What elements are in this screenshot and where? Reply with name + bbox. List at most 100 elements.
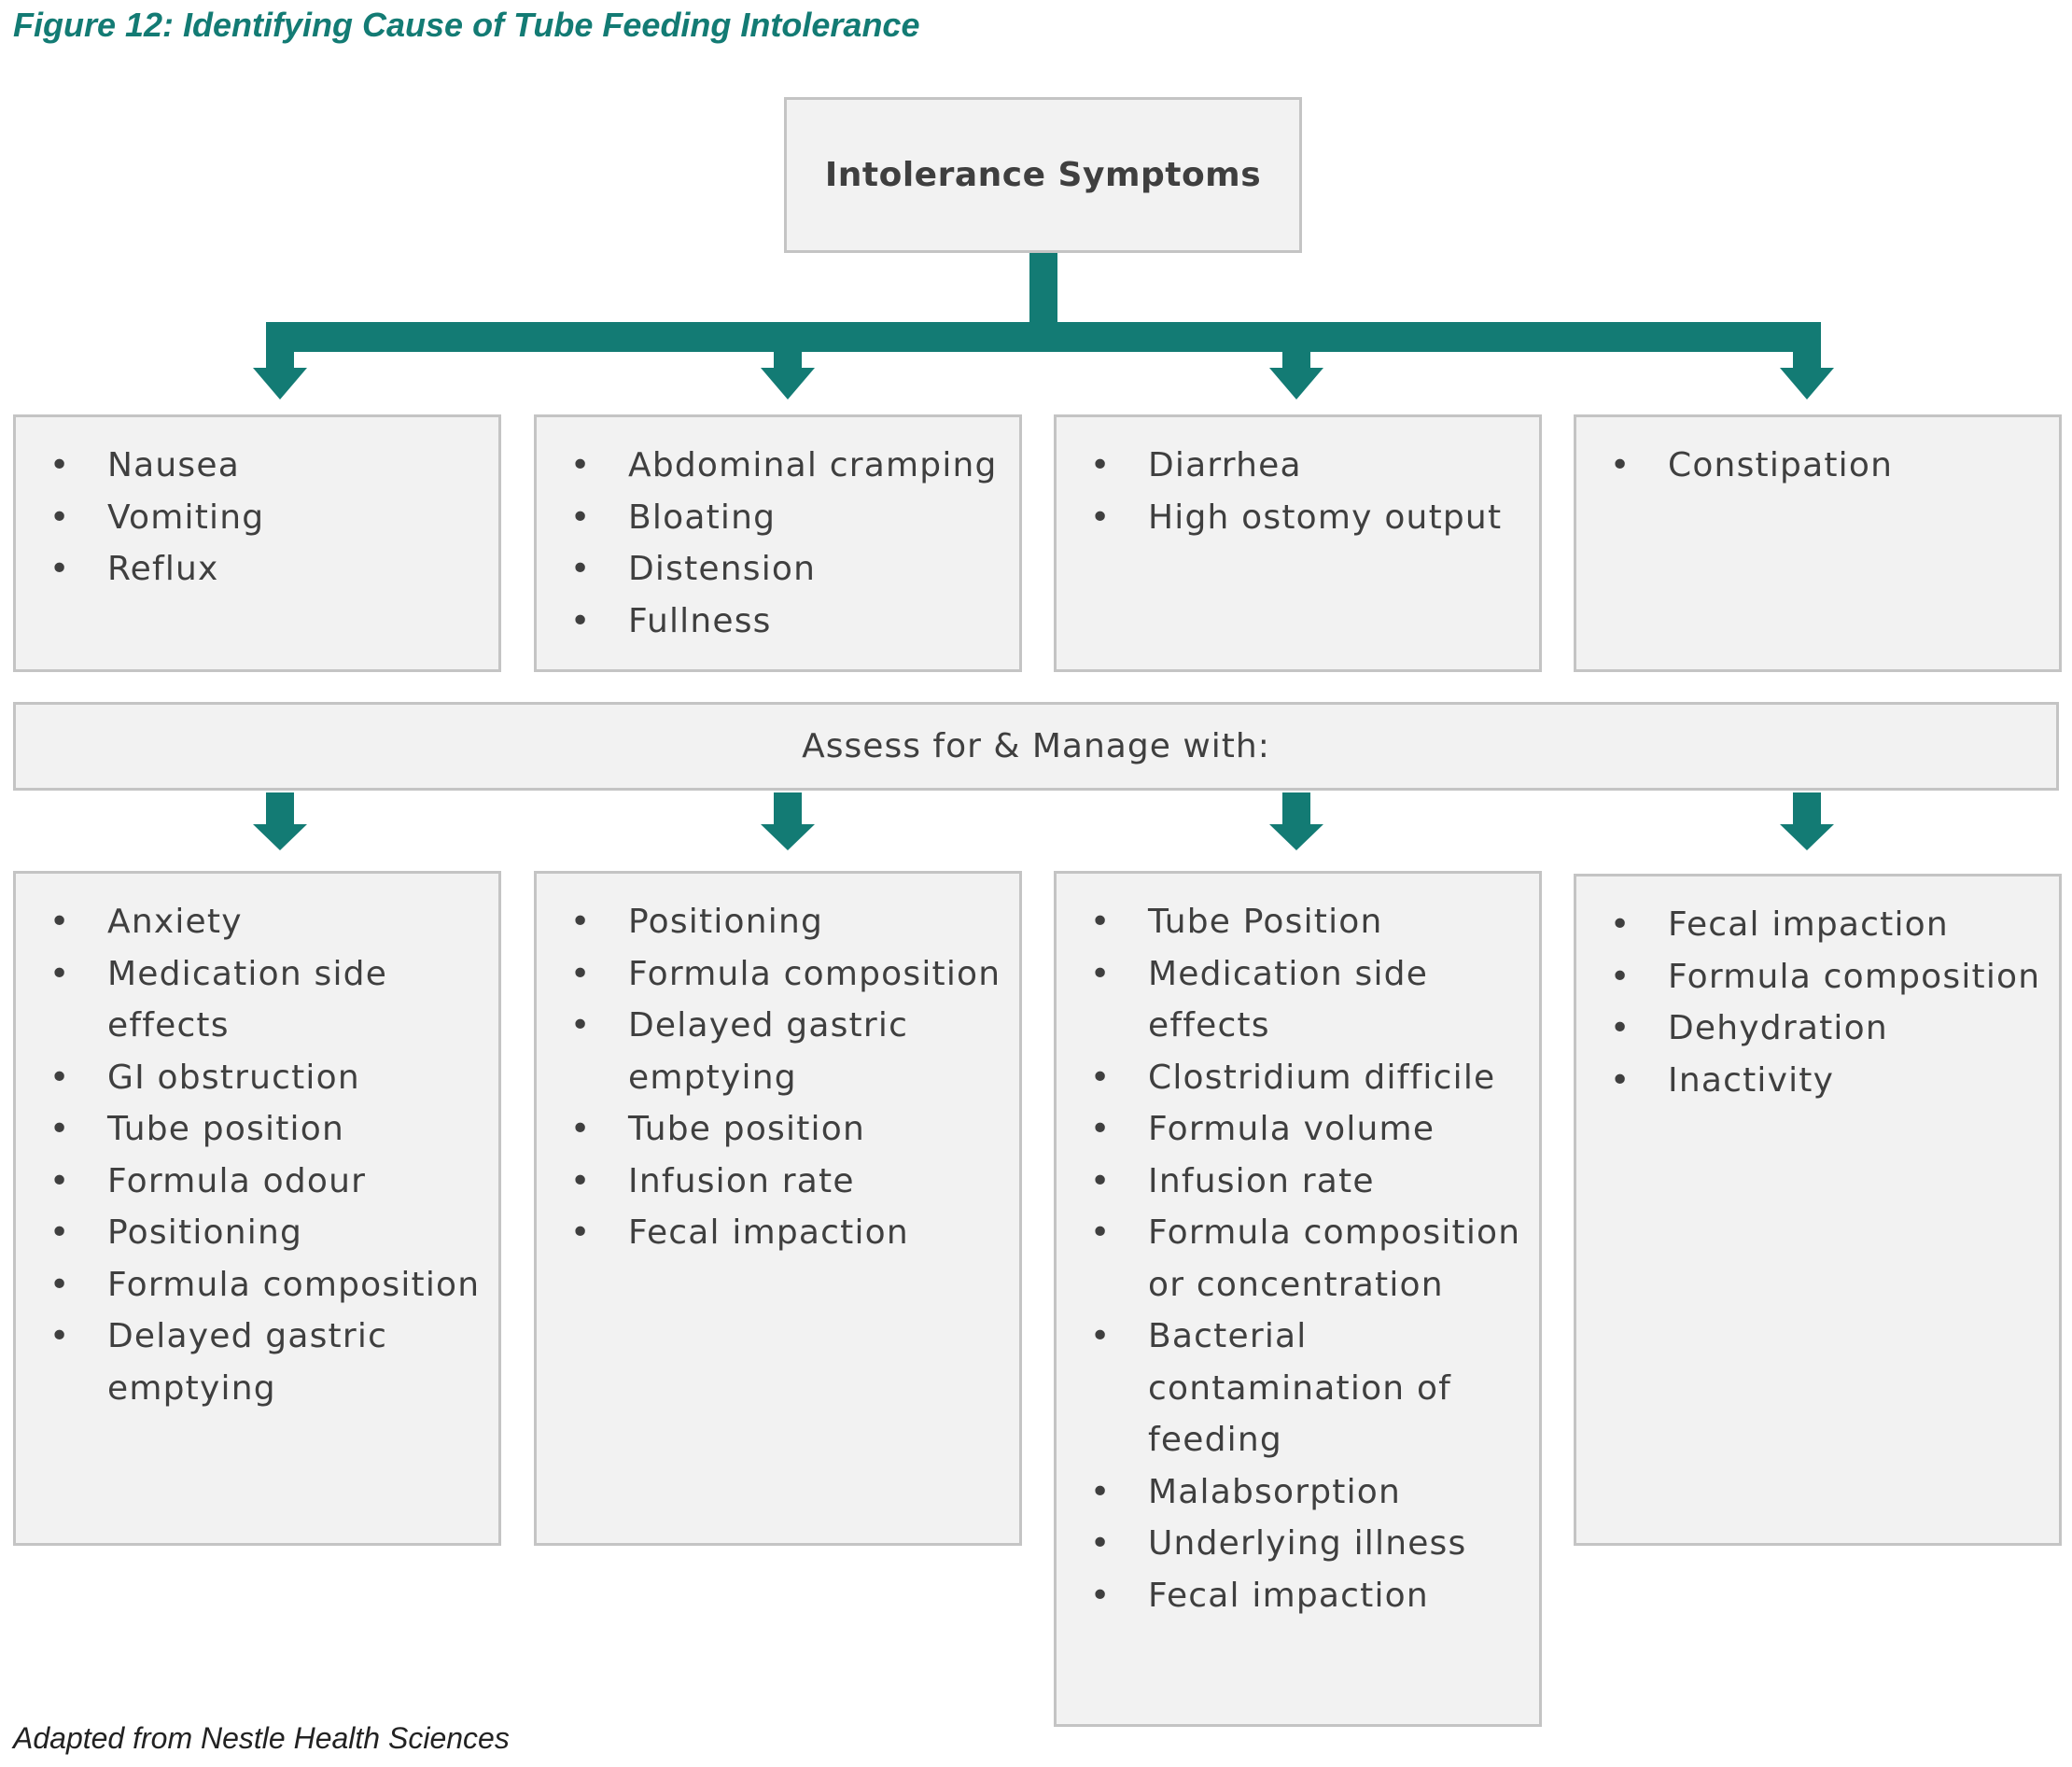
source-note: Adapted from Nestle Health Sciences: [13, 1721, 510, 1755]
list-item-text: Formula odour: [107, 1161, 367, 1200]
list-item-text: GI obstruction: [107, 1058, 360, 1097]
list-item-text: Infusion rate: [628, 1161, 855, 1200]
list-item-text: Infusion rate: [1148, 1161, 1375, 1200]
bullet-icon: •: [1090, 446, 1112, 484]
list-item-text: Inactivity: [1668, 1060, 1835, 1100]
list-item: • Inactivity: [1576, 1055, 2053, 1107]
list-item: •Delayed gastric emptying: [537, 1000, 1014, 1103]
symptom-box-constipation: • Constipation: [1574, 414, 2062, 672]
list-item-text: Tube position: [628, 1110, 865, 1148]
arrow-to-causes-4: [1780, 792, 1834, 850]
list-item: • Constipation: [1576, 440, 2053, 492]
list-item: •Formula composition: [16, 1259, 493, 1311]
list-item-text: Positioning: [628, 903, 824, 941]
list-item: •Positioning: [537, 896, 1014, 948]
arrow-to-causes-3: [1269, 792, 1323, 850]
bullet-icon: •: [570, 446, 592, 484]
assess-manage-box: Assess for & Manage with:: [13, 702, 2059, 791]
symptom-list: •Abdominal cramping•Bloating•Distension•…: [537, 440, 1014, 647]
list-item-text: Formula composition: [628, 954, 1001, 993]
list-item-text: Formula composition: [107, 1265, 481, 1304]
list-item-text: Abdominal cramping: [628, 446, 998, 484]
bullet-icon: •: [49, 446, 71, 484]
list-item-text: Dehydration: [1668, 1009, 1888, 1047]
list-item-text: Fecal impaction: [1668, 905, 1949, 944]
list-item-text: Tube position: [107, 1110, 344, 1148]
arrow-to-symptoms-4: [1780, 322, 1834, 400]
list-item: •Formula composition or concentration: [1057, 1207, 1533, 1311]
list-item-text: Formula volume: [1148, 1110, 1435, 1148]
bullet-icon: •: [1610, 957, 1631, 996]
list-item-text: Bloating: [628, 498, 777, 537]
symptom-list: • Diarrhea •High ostomy output: [1057, 440, 1533, 543]
cause-list: •Fecal impaction•Formula composition•Deh…: [1576, 899, 2053, 1106]
list-item-text: Fullness: [628, 601, 772, 640]
list-item-text: Distension: [628, 550, 817, 588]
list-item: •Reflux: [16, 543, 493, 596]
list-item: •Tube Position: [1057, 896, 1533, 948]
list-item: •Bacterial contamination of feeding: [1057, 1311, 1533, 1466]
bullet-icon: •: [49, 1110, 71, 1148]
bullet-icon: •: [570, 1110, 592, 1148]
list-item: • Formula volume: [1057, 1103, 1533, 1156]
bullet-icon: •: [1090, 1576, 1112, 1615]
bullet-icon: •: [1610, 905, 1631, 944]
list-item-text: Formula composition or concentration: [1148, 1213, 1521, 1304]
list-item: • Bloating: [537, 492, 1014, 544]
list-item-text: Diarrhea: [1148, 446, 1302, 484]
cause-box-constipation: •Fecal impaction•Formula composition•Deh…: [1574, 874, 2062, 1546]
list-item: •Formula composition: [537, 948, 1014, 1001]
bullet-icon: •: [1090, 1110, 1112, 1148]
bullet-icon: •: [49, 903, 71, 941]
list-item: • Underlying illness: [1057, 1518, 1533, 1570]
list-item: •High ostomy output: [1057, 492, 1533, 544]
root-stem: [1029, 253, 1057, 323]
bullet-icon: •: [49, 550, 71, 588]
list-item-text: Constipation: [1668, 446, 1894, 484]
list-item: • Fullness: [537, 596, 1014, 648]
list-item: •Formula odour: [16, 1156, 493, 1208]
intolerance-symptoms-box: Intolerance Symptoms: [784, 97, 1302, 253]
list-item-text: Vomiting: [107, 498, 265, 537]
assess-manage-label: Assess for & Manage with:: [802, 727, 1270, 765]
list-item-text: Underlying illness: [1148, 1524, 1467, 1563]
cause-box-abdominal: •Positioning•Formula composition•Delayed…: [534, 871, 1022, 1546]
list-item: • Abdominal cramping: [537, 440, 1014, 492]
bullet-icon: •: [1610, 1009, 1631, 1047]
bullet-icon: •: [1090, 954, 1112, 993]
bullet-icon: •: [570, 550, 592, 588]
bullet-icon: •: [49, 1317, 71, 1355]
list-item-text: Medication side effects: [1148, 954, 1429, 1045]
cause-list: •Anxiety•Medication side effects•GI obst…: [16, 896, 493, 1414]
bullet-icon: •: [570, 498, 592, 537]
list-item: • Medication side effects: [1057, 948, 1533, 1052]
cause-box-upper-gi: •Anxiety•Medication side effects•GI obst…: [13, 871, 501, 1546]
figure-title: Figure 12: Identifying Cause of Tube Fee…: [13, 6, 920, 44]
list-item-text: Fecal impaction: [1148, 1576, 1429, 1615]
bullet-icon: •: [1090, 1161, 1112, 1200]
bullet-icon: •: [1610, 446, 1631, 484]
bullet-icon: •: [1090, 1524, 1112, 1563]
list-item: •Infusion rate: [537, 1156, 1014, 1208]
list-item: •Anxiety: [16, 896, 493, 948]
list-item-text: Medication side effects: [107, 954, 388, 1045]
symptom-box-abdominal: •Abdominal cramping•Bloating•Distension•…: [534, 414, 1022, 672]
bullet-icon: •: [570, 1213, 592, 1252]
list-item: •Nausea: [16, 440, 493, 492]
cause-list: •Positioning•Formula composition•Delayed…: [537, 896, 1014, 1259]
arrow-to-symptoms-3: [1269, 322, 1323, 400]
list-item-text: Delayed gastric emptying: [628, 1006, 909, 1097]
list-item: • Distension: [537, 543, 1014, 596]
bullet-icon: •: [1090, 1472, 1112, 1511]
bullet-icon: •: [570, 601, 592, 640]
symptom-box-upper-gi: •Nausea•Vomiting•Reflux: [13, 414, 501, 672]
intolerance-symptoms-label: Intolerance Symptoms: [824, 156, 1262, 194]
list-item-text: High ostomy output: [1148, 498, 1503, 537]
list-item: • Dehydration: [1576, 1003, 2053, 1055]
list-item: •Delayed gastric emptying: [16, 1311, 493, 1414]
list-item: • Tube position: [16, 1103, 493, 1156]
list-item: • Tube position: [537, 1103, 1014, 1156]
bullet-icon: •: [1090, 1317, 1112, 1355]
bullet-icon: •: [1610, 1060, 1631, 1100]
